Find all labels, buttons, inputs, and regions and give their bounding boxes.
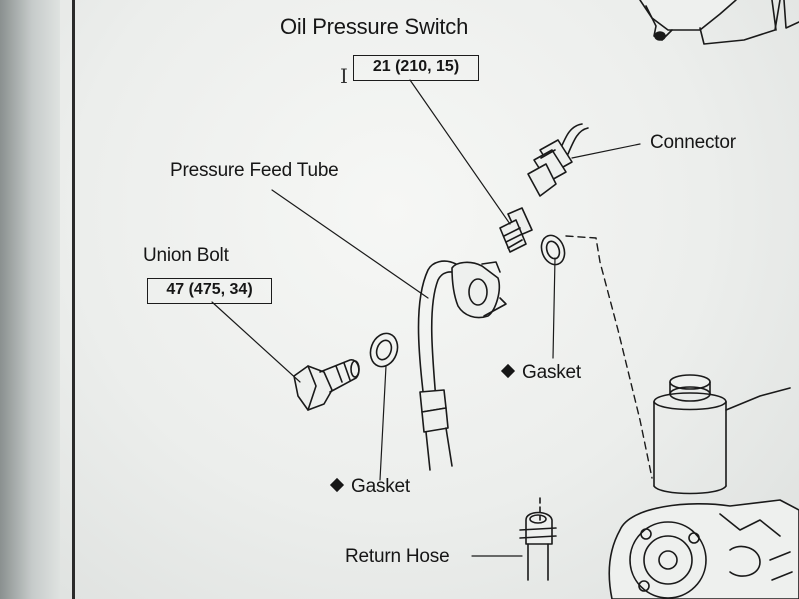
assembly-dashed-line (565, 235, 653, 479)
diamond-bullet-icon (329, 477, 345, 493)
gasket-right-label: Gasket (500, 362, 581, 384)
gasket-left-text: Gasket (351, 476, 410, 497)
reservoir-part (653, 374, 791, 495)
mount-bracket-part (639, 0, 799, 45)
page-margin-rule (72, 0, 75, 599)
gasket-right-text: Gasket (522, 362, 581, 383)
connector-part (527, 123, 589, 197)
oil-pressure-switch-torque-box: 21 (210, 15) (353, 55, 479, 81)
diagram-page (60, 0, 799, 599)
connector-label: Connector (650, 132, 736, 153)
gasket-right-part (540, 234, 566, 266)
pressure-feed-tube-part (417, 260, 507, 471)
return-hose-part (519, 497, 557, 581)
return-hose-label: Return Hose (345, 546, 450, 567)
pressure-feed-tube-label: Pressure Feed Tube (170, 160, 339, 181)
leader-lines (211, 79, 641, 557)
oil-pressure-switch-part (499, 207, 533, 253)
gasket-left-label: Gasket (329, 476, 410, 498)
union-bolt-label: Union Bolt (143, 245, 229, 266)
union-bolt-part (293, 359, 360, 411)
power-steering-pump-part (608, 499, 799, 599)
union-bolt-torque-box: 47 (475, 34) (147, 278, 272, 304)
oil-pressure-switch-label: Oil Pressure Switch (280, 14, 469, 39)
text-cursor-icon: I (340, 64, 348, 88)
gasket-left-part (369, 332, 399, 368)
diamond-bullet-icon (500, 363, 516, 379)
